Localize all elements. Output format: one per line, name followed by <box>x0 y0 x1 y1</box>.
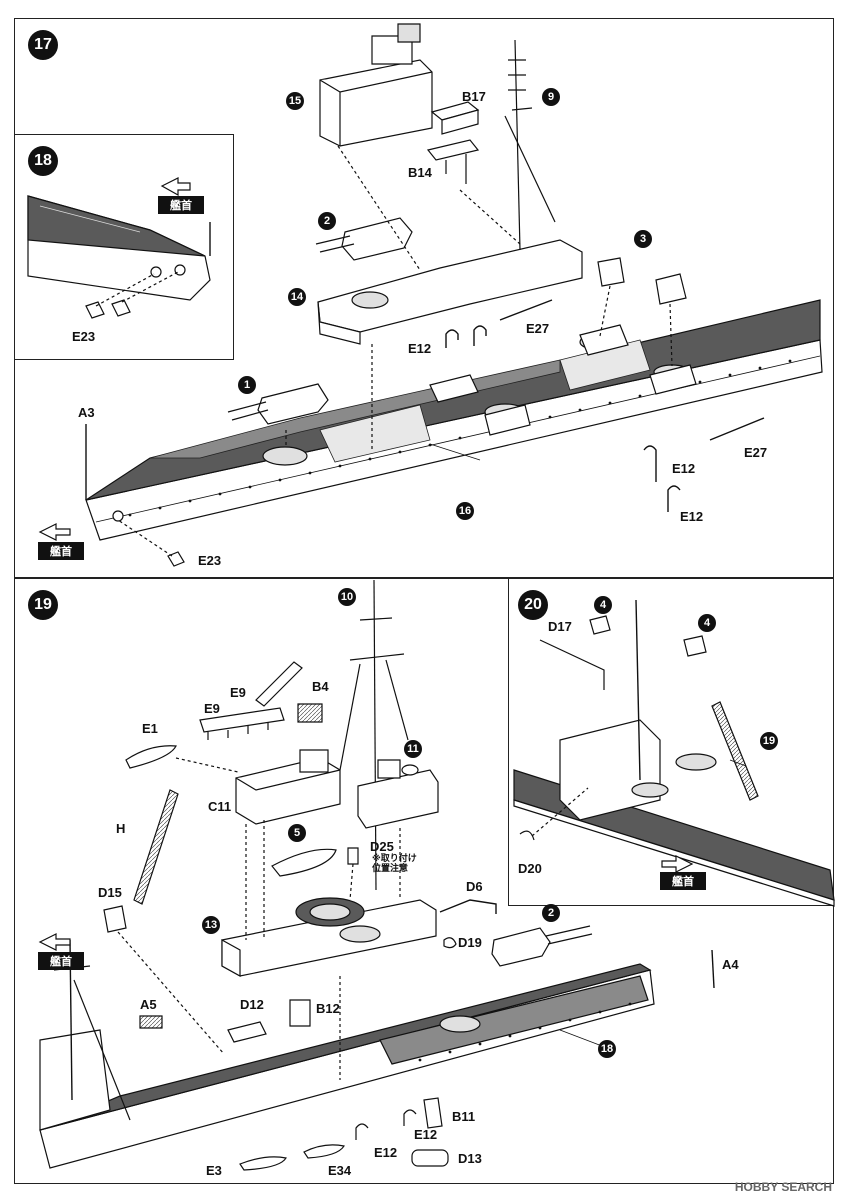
part-label-b17: B17 <box>462 89 486 104</box>
watermark: HOBBY SEARCH <box>734 1180 832 1194</box>
mounting-note: ※取り付け 位置注意 <box>372 854 417 875</box>
turrets-3 <box>598 258 686 366</box>
subassembly-marker-16: 16 <box>456 502 474 520</box>
bow-text: 艦首 <box>158 196 204 214</box>
part-label-a3: A3 <box>78 405 95 420</box>
parts-b17-b14 <box>428 102 520 244</box>
turret-2-step19 <box>492 926 592 966</box>
part-label-e12a-step19: E12 <box>374 1145 398 1160</box>
bridge-15 <box>320 24 432 270</box>
rods-e27 <box>500 300 764 440</box>
deck-13 <box>222 898 436 1080</box>
part-label-e12b: E12 <box>672 461 696 476</box>
boat-e1 <box>126 746 238 772</box>
step-number-17: 17 <box>28 30 58 60</box>
bow-direction-label-step18: 艦首 <box>158 196 204 214</box>
part-label-e9a: E9 <box>230 685 246 700</box>
part-label-e23-step17: E23 <box>198 553 222 568</box>
subassembly-marker-14: 14 <box>288 288 306 306</box>
rails-e9 <box>200 662 302 740</box>
superstructure-14 <box>316 218 582 450</box>
bow-direction-label-step20: 艦首 <box>660 872 706 890</box>
bow-direction-label-step19: 艦首 <box>38 952 84 970</box>
bow-text: 艦首 <box>38 952 84 970</box>
part-label-b12: B12 <box>316 1001 340 1016</box>
part-label-e12b-step19: E12 <box>414 1127 438 1142</box>
part-label-c11: C11 <box>208 799 232 814</box>
part-label-d19: D19 <box>458 935 482 950</box>
part-label-e27b: E27 <box>744 445 768 460</box>
part-label-b11: B11 <box>452 1109 476 1124</box>
step-number-19: 19 <box>28 590 58 620</box>
step18-bow-detail <box>28 196 210 318</box>
grille-b4 <box>298 704 322 722</box>
part-label-e34: E34 <box>328 1163 352 1178</box>
subassembly-marker-1: 1 <box>238 376 256 394</box>
pole-a4 <box>712 950 714 988</box>
part-label-b14: B14 <box>408 165 432 180</box>
part-d19 <box>444 938 456 948</box>
subassembly-marker-19: 19 <box>760 732 778 750</box>
turret-1 <box>228 384 328 448</box>
funnel-11 <box>358 760 438 900</box>
subassembly-marker-2: 2 <box>318 212 336 230</box>
step17-hull <box>86 300 822 540</box>
mast-10 <box>340 580 408 890</box>
part-label-d12: D12 <box>240 997 264 1012</box>
part-label-e12c: E12 <box>680 509 704 524</box>
boat-5 <box>272 849 336 876</box>
subassembly-marker-18: 18 <box>598 1040 616 1058</box>
fairlead-e23 <box>118 520 184 566</box>
handles-e12 <box>446 326 680 512</box>
subassembly-marker-4b: 4 <box>698 614 716 632</box>
bow-direction-label-step17: 艦首 <box>38 542 84 560</box>
subassembly-marker-13: 13 <box>202 916 220 934</box>
part-label-b4: B4 <box>312 679 329 694</box>
part-label-e9b: E9 <box>204 701 220 716</box>
step-number-20: 20 <box>518 590 548 620</box>
step-number-18: 18 <box>28 146 58 176</box>
part-d15 <box>104 906 224 1054</box>
part-label-e1: E1 <box>142 721 158 736</box>
part-label-d25: D25 <box>370 839 394 854</box>
subassembly-marker-5: 5 <box>288 824 306 842</box>
subassembly-marker-15: 15 <box>286 92 304 110</box>
part-label-a5: A5 <box>140 997 157 1012</box>
subassembly-marker-11: 11 <box>404 740 422 758</box>
bow-text: 艦首 <box>38 542 84 560</box>
part-label-e12a: E12 <box>408 341 432 356</box>
step20-detail <box>514 600 834 906</box>
part-d25 <box>348 848 358 900</box>
part-label-d6: D6 <box>466 879 483 894</box>
mounting-note-line1: ※取り付け <box>372 854 417 864</box>
step19-hull <box>40 940 654 1168</box>
subassembly-marker-9: 9 <box>542 88 560 106</box>
part-label-d13: D13 <box>458 1151 482 1166</box>
part-label-e23-step18: E23 <box>72 329 96 344</box>
crane-h <box>134 790 178 904</box>
mast-9 <box>505 40 555 250</box>
part-label-d20: D20 <box>518 861 542 876</box>
rail-d6 <box>440 900 496 914</box>
part-label-d17: D17 <box>548 619 572 634</box>
bow-arrow-shapes <box>40 178 692 950</box>
bow-text: 艦首 <box>660 872 706 890</box>
part-label-h: H <box>116 821 126 836</box>
subassembly-marker-3: 3 <box>634 230 652 248</box>
part-label-d15: D15 <box>98 885 122 900</box>
subassembly-marker-10: 10 <box>338 588 356 606</box>
mounting-note-line2: 位置注意 <box>372 864 409 875</box>
part-label-a4: A4 <box>722 957 739 972</box>
block-c11 <box>236 750 340 940</box>
subassembly-marker-2-step19: 2 <box>542 904 560 922</box>
small-parts-step19 <box>140 1000 448 1170</box>
subassembly-marker-4a: 4 <box>594 596 612 614</box>
leader-lines <box>430 444 746 1046</box>
part-label-e3: E3 <box>206 1163 222 1178</box>
part-label-e27a: E27 <box>526 321 550 336</box>
